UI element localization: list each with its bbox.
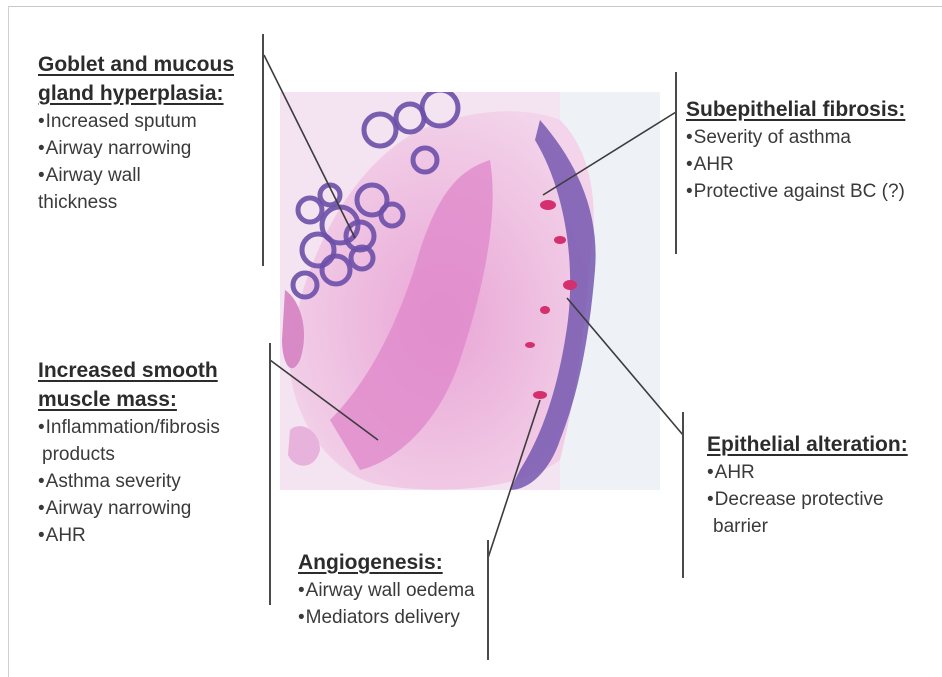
bullet-item: •Decrease protective — [707, 486, 908, 513]
bullet-text: Increased sputum — [46, 111, 197, 132]
bullet-text: barrier — [713, 516, 768, 537]
bullet-item: •AHR — [707, 459, 908, 486]
bullet-item: •Airway wall — [38, 162, 234, 189]
bullet-item: •Airway wall oedema — [298, 577, 475, 604]
bullet-text: Airway wall oedema — [306, 580, 475, 601]
bullet-dot: • — [38, 417, 45, 438]
panel-subepithelial: Subepithelial fibrosis: •Severity of ast… — [686, 95, 905, 205]
panel-angiogenesis: Angiogenesis: •Airway wall oedema •Media… — [298, 548, 475, 631]
bullet-dot: • — [38, 525, 45, 546]
smooth-muscle-divider — [269, 343, 271, 605]
bullet-dot: • — [38, 498, 45, 519]
title-line: Goblet and mucous — [38, 50, 234, 79]
panel-smooth-muscle: Increased smooth muscle mass: •Inflammat… — [38, 356, 220, 549]
bullet-dot: • — [38, 138, 45, 159]
bullet-item: •AHR — [686, 151, 905, 178]
bullet-item: •Severity of asthma — [686, 124, 905, 151]
bullet-dot: • — [38, 471, 45, 492]
title-line: Epithelial alteration: — [707, 430, 908, 459]
bullet-dot: • — [38, 165, 45, 186]
bullet-text: Severity of asthma — [694, 127, 851, 148]
bullet-text: Protective against BC (?) — [694, 181, 905, 202]
bullet-continuation: thickness — [38, 189, 234, 216]
panel-epithelial-title: Epithelial alteration: — [707, 430, 908, 459]
bullet-text: AHR — [694, 154, 734, 175]
blood-vessel — [533, 391, 547, 399]
title-line: gland hyperplasia: — [38, 79, 234, 108]
panel-goblet-title: Goblet and mucous gland hyperplasia: — [38, 50, 234, 108]
bullet-dot: • — [298, 607, 305, 628]
bullet-item: •Airway narrowing — [38, 495, 220, 522]
goblet-divider — [262, 34, 264, 266]
blood-vessel — [563, 280, 577, 290]
bullet-text: Airway narrowing — [46, 138, 192, 159]
blood-vessel — [554, 236, 566, 244]
panel-smooth-muscle-title: Increased smooth muscle mass: — [38, 356, 220, 414]
bullet-text: AHR — [46, 525, 86, 546]
bullet-item: •Airway narrowing — [38, 135, 234, 162]
bullet-text: Mediators delivery — [306, 607, 460, 628]
bullet-text: thickness — [38, 192, 117, 213]
bullet-dot: • — [707, 489, 714, 510]
bullet-text: Airway wall — [46, 165, 141, 186]
bullet-dot: • — [38, 111, 45, 132]
bullet-text: AHR — [715, 462, 755, 483]
bullet-item: •Protective against BC (?) — [686, 178, 905, 205]
panel-angiogenesis-title: Angiogenesis: — [298, 548, 475, 577]
bullet-text: Decrease protective — [715, 489, 884, 510]
angiogenesis-divider — [487, 540, 489, 660]
epithelial-divider — [682, 412, 684, 578]
bullet-dot: • — [707, 462, 714, 483]
histology-image — [280, 90, 660, 490]
subepithelial-divider — [675, 72, 677, 254]
title-line: Increased smooth — [38, 356, 220, 385]
bullet-item: •Inflammation/fibrosis — [38, 414, 220, 441]
title-line: Subepithelial fibrosis: — [686, 95, 905, 124]
bullet-item: •Increased sputum — [38, 108, 234, 135]
bullet-continuation: products — [38, 441, 220, 468]
blood-vessel — [540, 200, 556, 210]
bullet-text: Asthma severity — [46, 471, 181, 492]
bullet-continuation: barrier — [707, 513, 908, 540]
bullet-text: Inflammation/fibrosis — [46, 417, 220, 438]
bullet-dot: • — [686, 127, 693, 148]
bullet-item: •Mediators delivery — [298, 604, 475, 631]
bullet-item: •AHR — [38, 522, 220, 549]
title-line: muscle mass: — [38, 385, 220, 414]
panel-epithelial: Epithelial alteration: •AHR •Decrease pr… — [707, 430, 908, 540]
bullet-dot: • — [686, 154, 693, 175]
bullet-item: •Asthma severity — [38, 468, 220, 495]
blood-vessel — [525, 342, 535, 348]
bullet-text: products — [42, 444, 115, 465]
panel-goblet: Goblet and mucous gland hyperplasia: •In… — [38, 50, 234, 216]
blood-vessel — [540, 306, 550, 314]
bullet-dot: • — [686, 181, 693, 202]
title-line: Angiogenesis: — [298, 548, 475, 577]
panel-subepithelial-title: Subepithelial fibrosis: — [686, 95, 905, 124]
bullet-dot: • — [298, 580, 305, 601]
bullet-text: Airway narrowing — [46, 498, 192, 519]
